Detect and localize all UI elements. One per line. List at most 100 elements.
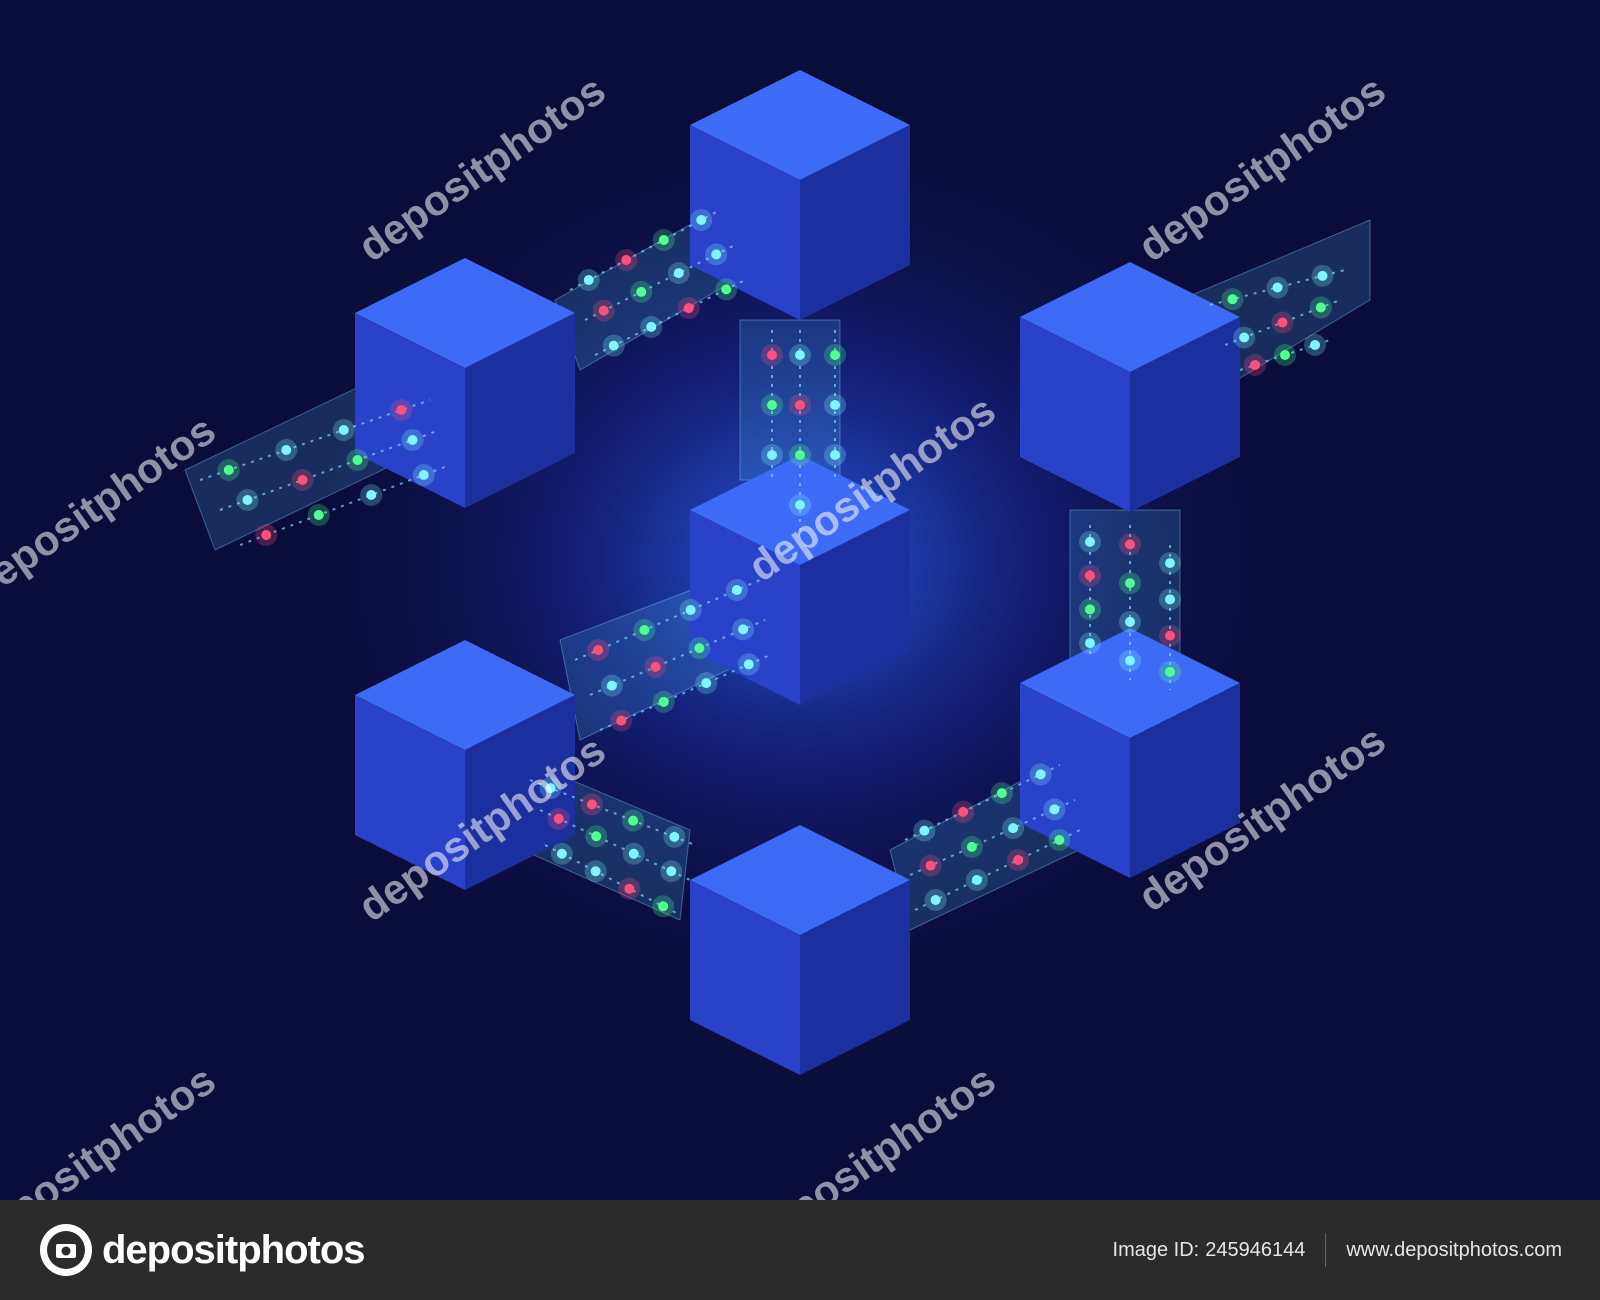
data-dot <box>1035 769 1046 780</box>
data-dot <box>553 813 564 824</box>
data-dot <box>366 490 377 500</box>
data-dot <box>313 510 324 520</box>
data-dot <box>658 901 669 912</box>
data-dot <box>996 788 1007 799</box>
data-dot <box>658 696 669 707</box>
footer-bar: depositphotos Image ID: 245946144 www.de… <box>0 1200 1600 1300</box>
data-dot <box>1085 536 1095 547</box>
cube-left-face <box>690 125 800 320</box>
data-dot <box>830 400 840 410</box>
cube-top-center <box>690 70 910 320</box>
data-line <box>909 799 1076 876</box>
data-dot <box>743 659 754 670</box>
cube-left-face <box>1020 317 1130 512</box>
data-line <box>904 764 1061 841</box>
cube-right-face <box>800 510 910 705</box>
data-dot <box>1315 302 1326 313</box>
site-link[interactable]: www.depositphotos.com <box>1346 1238 1562 1261</box>
cube-right-face <box>1130 683 1240 878</box>
data-dot <box>673 268 684 279</box>
data-dot <box>628 848 639 859</box>
data-dot <box>1125 655 1135 666</box>
data-dot <box>297 475 308 485</box>
data-dot <box>1013 855 1024 865</box>
data-dot <box>925 860 936 871</box>
cube-left-face <box>690 880 800 1075</box>
data-line <box>594 279 746 356</box>
data-dot <box>242 495 253 505</box>
data-dot <box>418 470 429 480</box>
cube-right-face <box>800 880 910 1075</box>
data-dots <box>199 209 1346 918</box>
image-id-label: Image ID: <box>1112 1238 1200 1261</box>
data-dot <box>586 799 597 810</box>
data-dot <box>1125 539 1135 550</box>
data-line <box>914 829 1081 911</box>
data-dot <box>1227 294 1238 305</box>
data-dot <box>1008 823 1019 834</box>
data-dot <box>971 875 982 885</box>
data-dot <box>701 678 712 689</box>
data-dot <box>1125 578 1135 589</box>
cube-upper-right <box>1020 262 1240 512</box>
data-line <box>574 579 761 661</box>
data-line <box>219 429 441 511</box>
data-dot <box>795 450 805 460</box>
data-dot <box>966 841 977 852</box>
data-dot <box>628 815 639 826</box>
data-dot <box>1165 666 1175 677</box>
data-dot <box>767 350 777 360</box>
data-dot <box>1125 616 1135 627</box>
data-dot <box>669 831 680 842</box>
data-dot <box>711 249 722 260</box>
data-dot <box>590 866 601 877</box>
data-dot <box>583 275 594 285</box>
cube-upper-left <box>355 258 575 508</box>
data-dot <box>685 605 696 615</box>
data-line <box>239 464 451 546</box>
data-dot <box>1085 638 1095 649</box>
data-dot <box>593 645 604 655</box>
data-dot <box>591 831 602 842</box>
data-dot <box>261 530 272 540</box>
cube-left-face <box>355 695 465 890</box>
data-dot <box>930 895 941 905</box>
data-dot <box>396 405 407 415</box>
data-dot <box>1085 604 1095 615</box>
cube-right-face <box>800 125 910 320</box>
data-dot <box>606 680 617 691</box>
divider <box>1325 1233 1327 1267</box>
data-line <box>584 244 736 321</box>
cube-right-face <box>465 313 575 508</box>
brand-logo[interactable]: depositphotos <box>38 1222 366 1278</box>
data-dot <box>608 340 619 351</box>
data-dot <box>352 455 363 465</box>
data-dot <box>767 450 777 460</box>
data-dot <box>830 350 840 360</box>
cube-right-face <box>1130 317 1240 512</box>
data-dot <box>1310 340 1320 350</box>
data-dot <box>767 400 777 410</box>
data-dot <box>624 883 635 894</box>
data-dot <box>646 321 657 332</box>
data-line <box>544 844 681 916</box>
data-dot <box>731 585 742 595</box>
data-line <box>599 654 771 731</box>
camera-logo-icon <box>40 1224 92 1276</box>
data-dot <box>795 400 805 410</box>
cube-left-face <box>1020 683 1130 878</box>
brand-name: depositphotos <box>102 1227 366 1272</box>
data-dot <box>407 435 418 445</box>
data-dot <box>636 286 647 297</box>
cube-lower-right <box>1020 628 1240 878</box>
data-dot <box>650 661 661 672</box>
data-dot <box>696 215 707 225</box>
data-dot <box>1085 570 1095 581</box>
data-dot <box>545 783 556 794</box>
data-dot <box>621 255 632 265</box>
data-dot <box>1250 360 1260 370</box>
cubes <box>355 70 1240 1075</box>
data-dot <box>639 625 650 635</box>
